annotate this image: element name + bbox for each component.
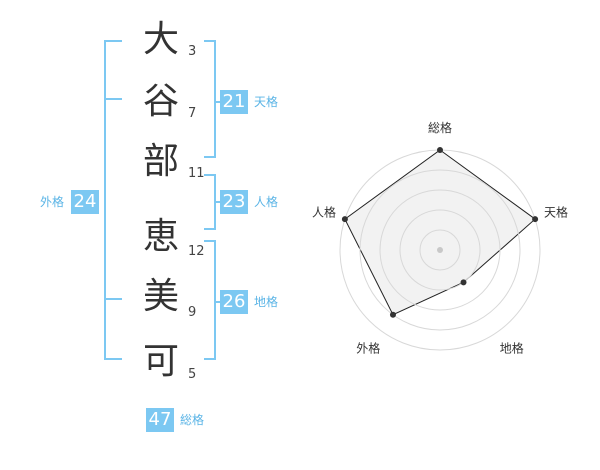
tenkaku-label: 天格 [254, 95, 279, 109]
radar-ring-overlay-1 [419, 229, 461, 271]
stroke-count-1: 3 [188, 44, 197, 59]
radar-ring-overlay-3 [379, 189, 501, 311]
name-char-4: 恵 [142, 216, 179, 257]
radar-axis-label-1: 総格 [428, 120, 452, 135]
chikaku-label: 地格 [254, 295, 279, 309]
radar-point-2 [532, 216, 539, 223]
chikaku-badge: 26 [220, 290, 248, 314]
radar-axis-label-3: 地格 [500, 341, 524, 356]
radar-axis-label-2: 天格 [544, 204, 568, 219]
tenkaku-badge: 21 [220, 90, 248, 114]
jinkaku-label: 人格 [254, 195, 279, 209]
soukaku-label: 総格 [180, 413, 205, 427]
jinkaku-badge: 23 [220, 190, 248, 214]
stroke-count-6: 5 [188, 367, 197, 382]
soukaku-badge: 47 [146, 408, 174, 432]
stroke-count-3: 11 [188, 166, 205, 181]
radar-polygon [344, 149, 536, 316]
radar-point-1 [437, 147, 443, 153]
name-char-2: 谷 [142, 81, 179, 122]
stroke-count-4: 12 [188, 244, 205, 259]
radar-point-5 [341, 216, 348, 223]
radar-axis-label-5: 人格 [312, 204, 336, 219]
stroke-count-2: 7 [188, 106, 197, 121]
radar-axis-label-4: 外格 [356, 341, 380, 356]
radar-ring-overlay-2 [399, 209, 481, 291]
radar-point-4 [389, 311, 396, 318]
name-char-6: 可 [142, 341, 179, 382]
stroke-count-5: 9 [188, 305, 197, 320]
radar-center-dot [437, 247, 443, 253]
gaikaku-label: 外格 [40, 195, 65, 209]
name-char-1: 大 [142, 19, 179, 60]
radar-point-3 [460, 279, 467, 286]
gaikaku-badge: 24 [71, 190, 99, 214]
name-char-3: 部 [142, 141, 179, 182]
name-char-5: 美 [142, 276, 179, 317]
radar-ring-overlay-4 [359, 169, 521, 331]
